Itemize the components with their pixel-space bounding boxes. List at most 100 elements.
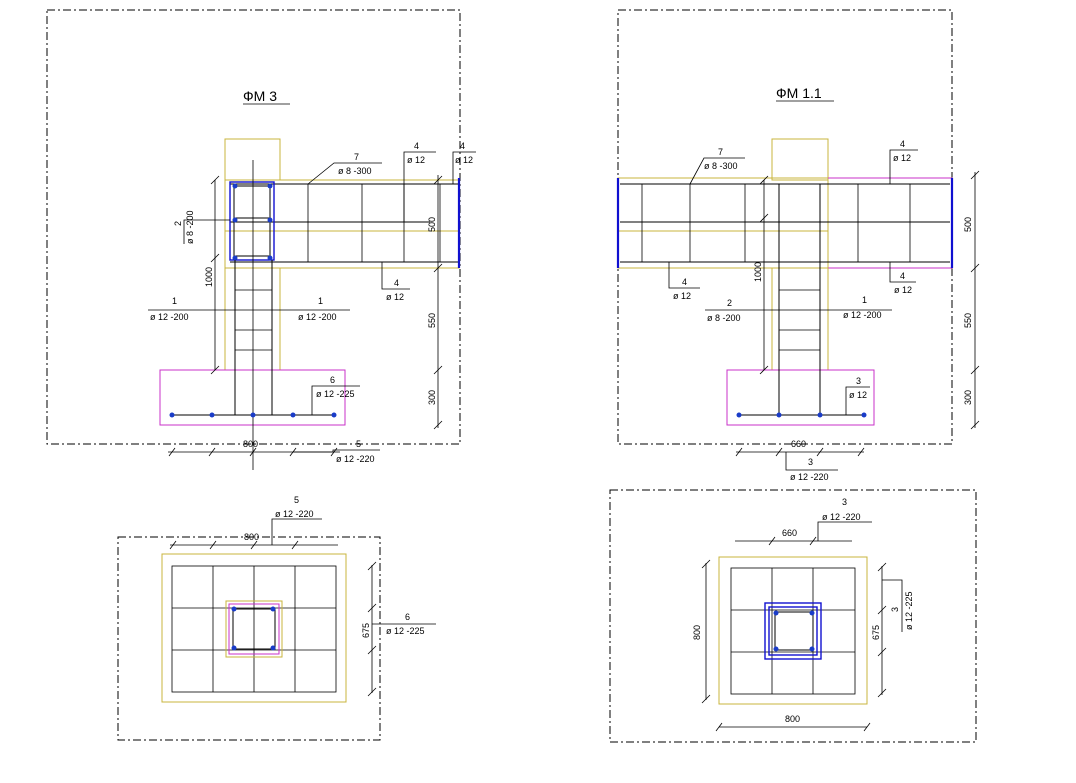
left-plan-dim-800: 800 [244, 532, 259, 542]
right-dim-tick [816, 447, 824, 457]
left-callout-5-leader [293, 449, 380, 453]
left-column-top-outline [224, 138, 281, 181]
left-callout-4-bottom-spec: ø 12 [386, 292, 404, 302]
right-dim-tick [970, 170, 980, 180]
left-cage-bar-dot [267, 255, 273, 261]
left-plan-dim-tick [367, 561, 377, 571]
right-elevation-frame [617, 9, 953, 445]
left-callout-1-right-num: 1 [318, 296, 323, 306]
left-callout-5-num: 5 [356, 439, 361, 449]
right-callout-4-left-leader [668, 262, 700, 289]
right-footing-bar-dot [736, 412, 742, 418]
right-plan-dim-tick [863, 722, 871, 732]
right-plan-dim-800-horizontal: 800 [785, 714, 800, 724]
left-plan-callout-6-spec: ø 12 -225 [386, 626, 425, 636]
left-plan-column-outline [225, 600, 283, 658]
right-callout-1-spec: ø 12 -200 [843, 310, 882, 320]
right-callout-3-leader [845, 386, 870, 415]
right-title: ФМ 1.1 [776, 85, 822, 101]
right-beam-outline-left [617, 177, 829, 269]
left-footing-bar-dot [209, 412, 215, 418]
right-dim-tick [759, 213, 769, 223]
left-dim-tick [208, 447, 216, 457]
left-callout-4b-spec: ø 12 [455, 155, 473, 165]
left-dim-tick [433, 420, 443, 430]
left-callout-4b-leader [452, 151, 476, 184]
right-dim-tick [775, 447, 783, 457]
right-callout-4-right-spec: ø 12 [894, 285, 912, 295]
left-callout-4b-num: 4 [460, 141, 465, 151]
left-callout-7-num: 7 [354, 152, 359, 162]
right-plan-bar-dot [773, 610, 779, 616]
right-plan-mesh-outline [730, 567, 856, 695]
right-footing-bar-dot [817, 412, 823, 418]
right-dim-tick [759, 365, 769, 375]
left-footing-bar-dot [169, 412, 175, 418]
left-footing-bar-dot [331, 412, 337, 418]
right-plan-bar-dot [809, 610, 815, 616]
left-dim-300: 300 [427, 390, 437, 405]
left-dim-800: 800 [243, 439, 258, 449]
left-callout-7-spec: ø 8 -300 [338, 166, 372, 176]
left-elevation: ФМ 3 [46, 9, 476, 470]
left-plan-footing-outline [161, 553, 347, 703]
right-plan-footing-outline [718, 556, 868, 705]
right-plan-bar-dot [773, 646, 779, 652]
right-callout-4-top-spec: ø 12 [893, 153, 911, 163]
left-footing-bar-dot [290, 412, 296, 418]
left-footing-bar-dot [250, 412, 256, 418]
left-plan-dim-tick [209, 540, 217, 550]
left-plan-column-footing [228, 603, 280, 655]
left-title: ФМ 3 [243, 88, 277, 104]
left-dim-tick [433, 175, 443, 185]
right-plan: 660 3 ø 12 -220 675 3 ø 12 -225 800 800 [609, 489, 977, 743]
left-dim-1000: 1000 [204, 267, 214, 287]
right-dim-1000: 1000 [753, 262, 763, 282]
left-dim-tick [433, 365, 443, 375]
right-plan-callout-3-top-num: 3 [842, 497, 847, 507]
left-cage-bar-dot [267, 183, 273, 189]
right-plan-column-plate [764, 602, 822, 660]
right-elevation: ФМ 1.1 1000 [616, 9, 980, 482]
right-callout-3-num: 3 [856, 376, 861, 386]
left-cage-bar-dot [232, 183, 238, 189]
left-dim-tick [210, 175, 220, 185]
right-callout-7-leader [689, 157, 745, 185]
left-callout-6-leader [311, 385, 360, 415]
right-callout-4-top-num: 4 [900, 139, 905, 149]
right-dim-tick [970, 365, 980, 375]
left-plan-callout-5-spec: ø 12 -220 [275, 509, 314, 519]
right-callout-3-spec: ø 12 [849, 390, 867, 400]
right-plan-dim-660: 660 [782, 528, 797, 538]
left-plan: 800 675 5 ø 12 -220 6 ø 12 -225 [117, 495, 436, 741]
right-callout-4-left-num: 4 [682, 277, 687, 287]
right-plan-callout-3-top-spec: ø 12 -220 [822, 512, 861, 522]
left-plan-dim-tick [250, 540, 258, 550]
left-callout-2-spec: ø 8 -200 [185, 210, 195, 244]
left-plan-callout-6-num: 6 [405, 612, 410, 622]
left-dim-tick [210, 253, 220, 263]
left-callout-4-bottom-num: 4 [394, 278, 399, 288]
right-callout-4-left-spec: ø 12 [673, 291, 691, 301]
left-callout-4a-spec: ø 12 [407, 155, 425, 165]
left-dim-tick [168, 447, 176, 457]
left-dim-500: 500 [427, 217, 437, 232]
right-plan-callout-3-side-num: 3 [890, 607, 900, 612]
left-callout-5-spec: ø 12 -220 [336, 454, 375, 464]
left-plan-dim-tick [291, 540, 299, 550]
left-column-cage-inner-2 [233, 221, 271, 257]
left-plan-dim-tick [367, 603, 377, 613]
right-callout-7-spec: ø 8 -300 [704, 161, 738, 171]
left-callout-1-right-spec: ø 12 -200 [298, 312, 337, 322]
right-dim-tick [857, 447, 865, 457]
right-callout-2-num: 2 [727, 298, 732, 308]
left-dim-550: 550 [427, 313, 437, 328]
right-footing-bar-dot [776, 412, 782, 418]
left-plan-bar-dot [231, 606, 237, 612]
right-dim-300: 300 [963, 390, 973, 405]
right-plan-bar-dot [809, 646, 815, 652]
left-callout-2-leader [183, 219, 230, 244]
left-beam-outline [224, 179, 460, 269]
left-cage-bar-dot [232, 217, 238, 223]
